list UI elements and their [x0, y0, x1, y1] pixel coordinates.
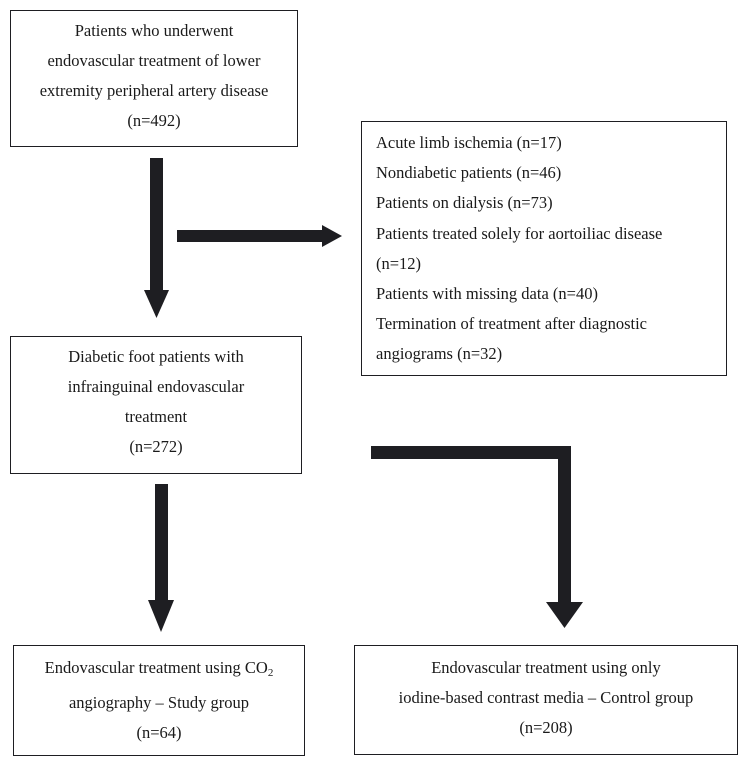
exclusion-termination-count: angiograms (n=32): [376, 344, 503, 364]
total-line-2: endovascular treatment of lower: [47, 51, 261, 70]
included-line-4: (n=272): [129, 437, 183, 456]
control-line-3: (n=208): [519, 718, 573, 737]
box-total-patients: Patients who underwent endovascular trea…: [10, 10, 298, 147]
study-line-1-subscript: 2: [267, 667, 274, 679]
study-line-1-text: Endovascular treatment using CO: [44, 658, 268, 677]
total-line-3: extremity peripheral artery disease: [39, 81, 269, 100]
control-line-2: iodine-based contrast media – Control gr…: [398, 688, 694, 707]
included-line-2: infrainguinal endovascular: [67, 377, 245, 396]
box-exclusions: Acute limb ischemia (n=17) Nondiabetic p…: [361, 121, 727, 376]
box-study-group: Endovascular treatment using CO2 angiogr…: [13, 645, 305, 756]
box-control-group: Endovascular treatment using only iodine…: [354, 645, 738, 755]
study-line-3: (n=64): [136, 723, 182, 742]
arrow-total-to-included: [144, 158, 169, 318]
arrow-included-to-study: [148, 484, 174, 632]
total-line-1: Patients who underwent: [74, 21, 234, 40]
study-line-1: Endovascular treatment using CO2: [14, 653, 304, 688]
exclusion-aortoiliac: Patients treated solely for aortoiliac d…: [376, 223, 663, 243]
exclusion-termination: Termination of treatment after diagnosti…: [376, 314, 647, 334]
included-line-3: treatment: [124, 407, 188, 426]
arrow-to-exclusions: [177, 225, 342, 247]
exclusion-missing-data: Patients with missing data (n=40): [376, 284, 598, 304]
total-line-4: (n=492): [127, 111, 181, 130]
control-line-1: Endovascular treatment using only: [431, 658, 661, 677]
box-diabetic-foot: Diabetic foot patients with infrainguina…: [10, 336, 302, 474]
arrow-included-to-control: [371, 446, 583, 628]
included-line-1: Diabetic foot patients with: [68, 347, 244, 366]
exclusion-nondiabetic: Nondiabetic patients (n=46): [376, 163, 562, 183]
study-line-2: angiography – Study group: [68, 693, 250, 712]
exclusion-aortoiliac-count: (n=12): [376, 253, 422, 273]
exclusion-acute-limb: Acute limb ischemia (n=17): [376, 133, 562, 152]
exclusion-dialysis: Patients on dialysis (n=73): [376, 193, 553, 213]
